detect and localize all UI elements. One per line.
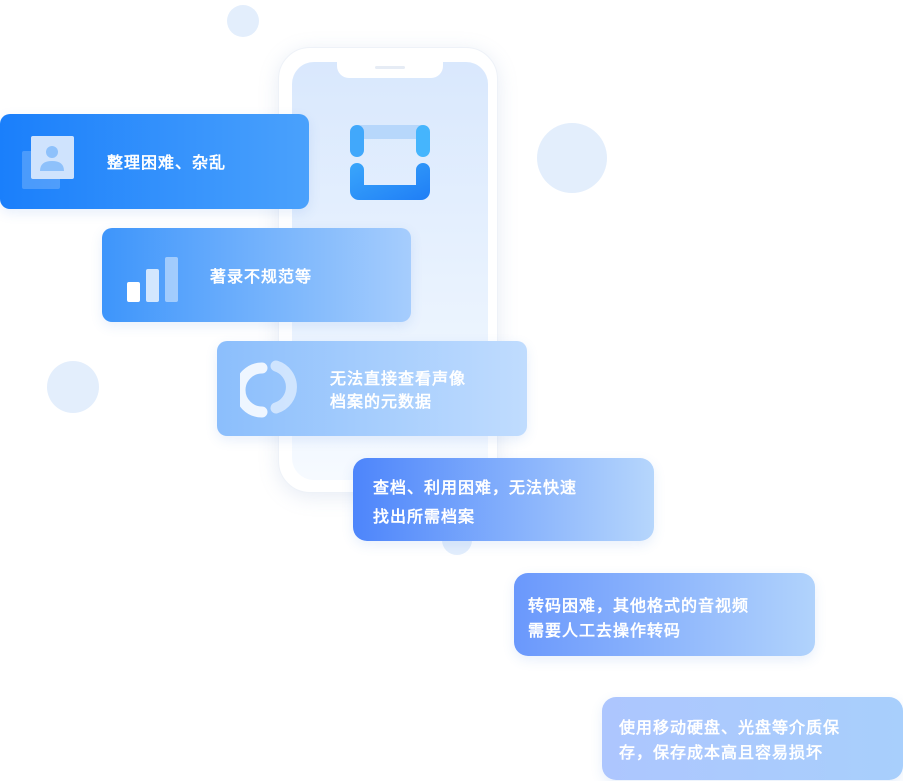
card-text: 使用移动硬盘、光盘等介质保 [619, 718, 841, 737]
card-text: 查档、利用困难，无法快速 [373, 478, 578, 497]
card-text: 转码困难，其他格式的音视频 [528, 596, 750, 615]
user-profile-icon [22, 136, 74, 189]
problem-card-transcoding: 转码困难，其他格式的音视频 需要人工去操作转码 [514, 573, 815, 656]
card-text: 著录不规范等 [210, 267, 313, 286]
problem-card-storage: 使用移动硬盘、光盘等介质保 存，保存成本高且容易损坏 [602, 697, 903, 780]
problem-card-metadata: 无法直接查看声像 档案的元数据 [217, 341, 527, 436]
phone-notch [337, 61, 443, 78]
refresh-icon [240, 360, 297, 418]
problem-card-cataloging: 著录不规范等 [102, 228, 411, 322]
card-text: 整理困难、杂乱 [107, 153, 227, 172]
card-text: 找出所需档案 [373, 507, 476, 526]
bar-chart-icon [127, 257, 178, 302]
decorative-circle [227, 5, 259, 37]
card-text: 需要人工去操作转码 [528, 621, 682, 640]
card-text: 存，保存成本高且容易损坏 [619, 743, 824, 762]
decorative-circle [537, 123, 607, 193]
scan-icon [350, 125, 430, 200]
problem-card-retrieval: 查档、利用困难，无法快速 找出所需档案 [353, 458, 654, 541]
card-text: 无法直接查看声像 [330, 369, 467, 388]
decorative-circle [47, 361, 99, 413]
card-text: 档案的元数据 [330, 392, 433, 411]
problem-card-organization: 整理困难、杂乱 [0, 114, 309, 209]
